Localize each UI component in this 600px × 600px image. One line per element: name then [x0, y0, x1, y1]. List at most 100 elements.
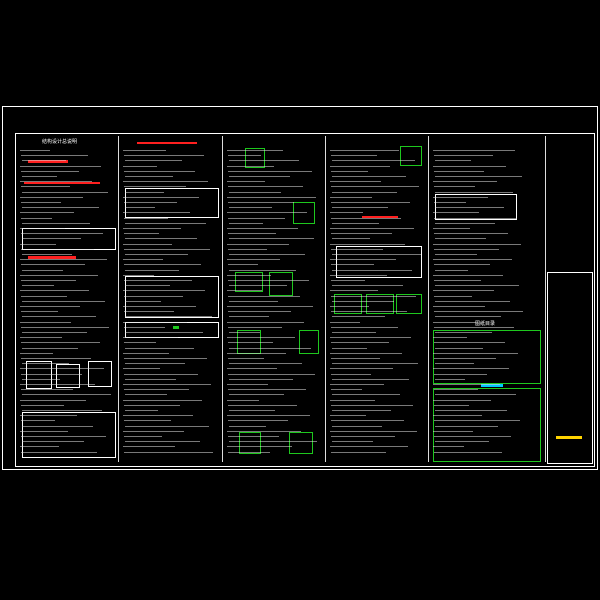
note-line: [435, 410, 507, 411]
detail-sketch: [269, 272, 293, 296]
note-line: [227, 415, 310, 417]
divider: [325, 136, 326, 462]
note-line: [123, 430, 184, 432]
column-1: 结构设计总说明: [18, 136, 116, 462]
note-line: [331, 358, 380, 359]
note-line: [331, 436, 395, 437]
note-line: [20, 290, 89, 292]
note-line: [229, 238, 314, 240]
note-line: [331, 326, 398, 328]
note-line: [125, 160, 182, 162]
note-line: [123, 196, 199, 198]
note-line: [332, 410, 391, 411]
note-line: [125, 332, 203, 333]
note-line: [228, 186, 303, 188]
note-line: [331, 389, 362, 391]
note-line: [20, 337, 62, 339]
note-line: [20, 352, 53, 354]
note-line: [435, 285, 519, 287]
note-line: [228, 233, 276, 235]
note-line: [124, 451, 213, 453]
note-line: [331, 451, 386, 453]
note-line: [20, 368, 104, 370]
detail-sketch: [289, 432, 313, 454]
note-line: [228, 436, 279, 437]
note-line: [227, 243, 289, 245]
note-line: [433, 259, 512, 261]
note-line: [21, 264, 85, 266]
note-line: [124, 280, 192, 281]
note-line: [433, 150, 515, 151]
note-line: [435, 363, 474, 365]
note-line: [21, 342, 100, 344]
note-line: [22, 285, 54, 287]
note-line: [21, 233, 103, 235]
note-line: [330, 274, 387, 276]
note-line: [125, 441, 200, 443]
note-line: [434, 451, 502, 453]
note-line: [21, 436, 106, 437]
note-line: [331, 342, 389, 344]
note-line: [229, 394, 284, 396]
drawing-list-table: [433, 330, 541, 384]
drawing-list-table: [433, 388, 541, 462]
inner-border: [15, 133, 595, 467]
note-line: [21, 389, 73, 391]
highlight: [28, 256, 76, 259]
note-line: [21, 358, 91, 359]
note-line: [434, 170, 484, 172]
note-line: [227, 321, 304, 323]
note-line: [124, 264, 201, 266]
note-line: [330, 306, 369, 307]
note-line: [331, 420, 404, 422]
table: [125, 276, 219, 318]
note-line: [229, 316, 269, 318]
note-line: [330, 259, 396, 261]
note-line: [227, 274, 271, 276]
note-line: [125, 254, 188, 255]
note-line: [123, 306, 196, 307]
table: [336, 246, 422, 278]
note-line: [123, 274, 154, 276]
note-line: [331, 373, 371, 375]
note-line: [124, 342, 156, 344]
note-line: [227, 228, 298, 229]
column-5: 图纸目录: [431, 136, 543, 462]
note-line: [124, 389, 189, 391]
note-line: [332, 191, 397, 193]
note-line: [22, 238, 81, 240]
note-line: [229, 425, 266, 427]
highlight: [362, 216, 398, 218]
table: [125, 322, 219, 338]
note-line: [123, 290, 205, 292]
note-line: [331, 311, 407, 313]
note-line: [330, 212, 363, 214]
note-line: [21, 311, 58, 313]
note-line: [433, 212, 479, 214]
note-line: [227, 290, 262, 292]
note-line: [22, 316, 96, 318]
note-line: [331, 217, 401, 219]
note-line: [22, 160, 66, 162]
note-line: [332, 425, 382, 427]
note-line: [330, 368, 393, 370]
note-line: [21, 280, 76, 281]
note-line: [331, 186, 419, 188]
note-line: [125, 316, 212, 318]
note-line: [124, 217, 168, 219]
note-line: [435, 160, 471, 162]
note-line: [332, 269, 412, 271]
note-line: [332, 160, 415, 162]
note-line: [21, 326, 109, 328]
note-line: [433, 384, 500, 385]
note-line: [433, 430, 473, 432]
note-line: [22, 300, 105, 302]
note-line: [332, 176, 406, 177]
divider: [222, 136, 223, 462]
column-heading: 结构设计总说明: [42, 139, 78, 145]
note-line: [124, 155, 204, 157]
note-line: [435, 176, 522, 177]
note-line: [21, 155, 88, 157]
note-line: [332, 441, 373, 443]
note-line: [434, 326, 514, 328]
